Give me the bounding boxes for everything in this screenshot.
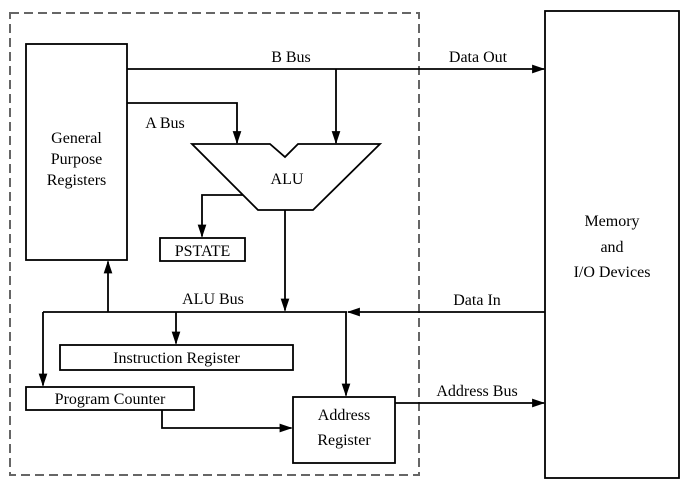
- general-purpose-registers-block: General Purpose Registers: [25, 43, 128, 261]
- gpr-label-line3: Registers: [47, 172, 107, 189]
- general-purpose-registers-box: [25, 43, 128, 261]
- gpr-label-line1: General: [51, 130, 102, 147]
- pstate-label: PSTATE: [175, 243, 231, 260]
- address-register-block: Address Register: [292, 396, 396, 464]
- a-bus-to-alu-line: [127, 102, 242, 145]
- alu-to-pstate-line: [197, 194, 243, 238]
- pc-to-address-register-line: [161, 410, 293, 433]
- memory-label-line3: I/O Devices: [574, 264, 651, 281]
- cpu-dashed-boundary: [9, 12, 420, 476]
- memory-label-line2: and: [600, 239, 623, 256]
- pstate-box: [159, 237, 246, 262]
- a-bus-label: A Bus: [145, 115, 185, 132]
- data-out-label: Data Out: [449, 49, 508, 66]
- program-counter-box: [25, 386, 195, 411]
- instruction-register-label: Instruction Register: [113, 350, 240, 367]
- address-register-box: [292, 396, 396, 464]
- address-bus-label: Address Bus: [436, 383, 517, 400]
- address-register-label-line2: Register: [317, 432, 371, 449]
- memory-label-line1: Memory: [584, 213, 639, 230]
- instruction-register-box: [59, 344, 294, 371]
- data-in-label: Data In: [453, 292, 501, 309]
- alu-bus-label: ALU Bus: [182, 291, 244, 308]
- gpr-label-line2: Purpose: [51, 151, 103, 168]
- alu-label: ALU: [271, 171, 304, 188]
- program-counter-label: Program Counter: [55, 391, 166, 408]
- alu-block: ALU: [189, 143, 383, 211]
- pstate-block: PSTATE: [159, 237, 246, 262]
- instruction-register-block: Instruction Register: [59, 344, 294, 371]
- program-counter-block: Program Counter: [25, 386, 195, 411]
- b-bus-label: B Bus: [271, 49, 311, 66]
- address-register-label-line1: Address: [318, 407, 370, 424]
- memory-io-block: Memory and I/O Devices: [544, 10, 680, 479]
- memory-io-box: [544, 10, 680, 479]
- alu-shape: [189, 143, 383, 211]
